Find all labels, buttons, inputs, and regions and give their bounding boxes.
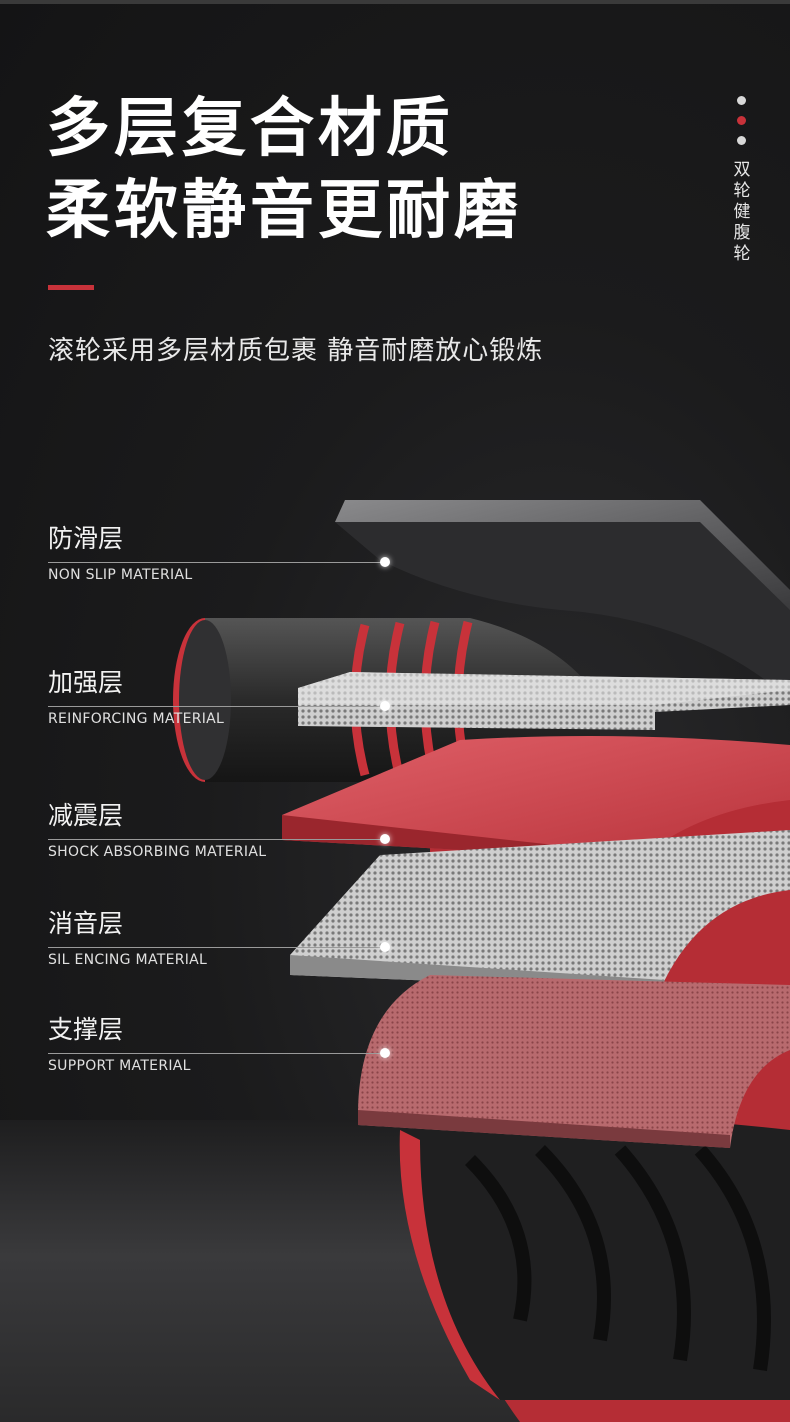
layer-name-en: SHOCK ABSORBING MATERIAL xyxy=(48,844,267,860)
leader-line xyxy=(48,839,384,840)
vertical-char: 轮 xyxy=(733,181,751,201)
indicator-dot-active xyxy=(737,116,746,125)
headline: 多层复合材质 柔软静音更耐磨 xyxy=(46,88,522,252)
vertical-char: 轮 xyxy=(733,244,751,264)
layer-name-en: SIL ENCING MATERIAL xyxy=(48,952,208,968)
layer-name-en: SUPPORT MATERIAL xyxy=(48,1058,191,1074)
layer-marker xyxy=(380,557,390,567)
layer-marker xyxy=(380,942,390,952)
subtitle: 滚轮采用多层材质包裹 静音耐磨放心锻炼 xyxy=(48,336,544,366)
layer-marker xyxy=(380,834,390,844)
leader-line xyxy=(48,947,384,948)
layer-name-cn: 支撑层 xyxy=(48,1015,124,1044)
layer-name-en: REINFORCING MATERIAL xyxy=(48,711,225,727)
indicator-dot xyxy=(737,96,746,105)
page-indicator xyxy=(737,96,747,156)
layer-name-cn: 减震层 xyxy=(48,801,124,830)
vertical-char: 健 xyxy=(733,202,751,222)
vertical-product-name: 双 轮 健 腹 轮 xyxy=(732,160,752,265)
layer-label-support: 支撑层 SUPPORT MATERIAL xyxy=(48,1014,191,1074)
layer-label-shock-absorbing: 减震层 SHOCK ABSORBING MATERIAL xyxy=(48,800,266,860)
leader-line xyxy=(48,562,384,563)
layer-label-non-slip: 防滑层 NON SLIP MATERIAL xyxy=(48,523,192,583)
layer-name-cn: 加强层 xyxy=(48,668,124,697)
layer-name-cn: 消音层 xyxy=(48,909,124,938)
headline-line-1: 多层复合材质 xyxy=(46,92,454,166)
layer-marker xyxy=(380,701,390,711)
leader-line xyxy=(48,706,384,707)
layer-name-cn: 防滑层 xyxy=(48,524,124,553)
layer-label-silencing: 消音层 SIL ENCING MATERIAL xyxy=(48,908,207,968)
leader-line xyxy=(48,1053,384,1054)
indicator-dot xyxy=(737,136,746,145)
headline-line-2: 柔软静音更耐磨 xyxy=(46,174,522,248)
layer-label-reinforcing: 加强层 REINFORCING MATERIAL xyxy=(48,667,224,727)
layer-marker xyxy=(380,1048,390,1058)
accent-bar xyxy=(48,285,94,290)
layer-name-en: NON SLIP MATERIAL xyxy=(48,567,193,583)
vertical-char: 腹 xyxy=(733,223,751,243)
vertical-char: 双 xyxy=(733,160,751,180)
top-border xyxy=(0,0,790,4)
